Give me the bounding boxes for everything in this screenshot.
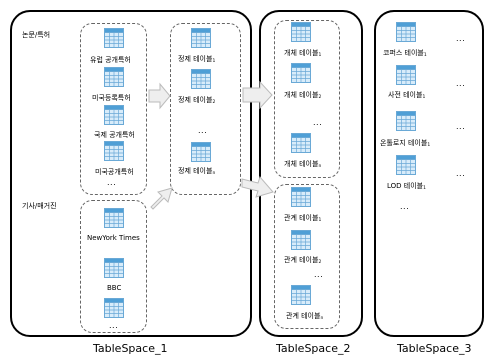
paper-source-label: 미국공개특허	[95, 168, 134, 176]
ellipsis: ...	[456, 34, 466, 43]
ellipsis: ...	[109, 321, 119, 330]
table-icon	[291, 187, 311, 207]
table-icon	[104, 141, 124, 161]
relation-table-label: 관계 테이블1	[284, 214, 322, 223]
table-icon	[104, 28, 124, 48]
table-icon	[291, 285, 311, 305]
table-icon	[104, 105, 124, 125]
table-icon	[396, 65, 416, 85]
papers-group-box	[80, 23, 147, 195]
ts3-table-label: 사전 테이블1	[388, 91, 426, 100]
ellipsis: ...	[456, 79, 466, 88]
relation-table-label: 관계 테이블2	[284, 256, 322, 265]
tablespace-2-box	[259, 10, 363, 337]
ellipsis: ...	[107, 178, 117, 187]
table-icon	[104, 298, 124, 318]
news-group-box	[80, 200, 147, 333]
ts3-table-label: 코퍼스 테이블1	[383, 49, 427, 58]
relation-group-box	[274, 184, 340, 329]
ellipsis: ...	[456, 122, 466, 131]
news-source-label: NewYork Times	[87, 234, 140, 242]
tablespace-3-label: TableSpace_3	[397, 342, 472, 355]
ellipsis: ...	[400, 202, 410, 211]
entity-group-box	[274, 20, 340, 178]
table-icon	[104, 208, 124, 228]
ellipsis: ...	[198, 126, 208, 135]
entity-table-label: 개체 테이블2	[284, 91, 322, 100]
tablespace-1-label: TableSpace_1	[93, 342, 168, 355]
paper-source-label: 유럽 공개특허	[90, 56, 131, 64]
ts3-table-label: LOD 테이블1	[387, 182, 426, 191]
refined-table-label: 정제 테이블2	[178, 96, 216, 105]
table-icon	[104, 258, 124, 278]
news-source-label: BBC	[107, 284, 122, 292]
table-icon	[291, 63, 311, 83]
paper-source-label: 국제 공개특허	[94, 131, 135, 139]
papers-group-label: 논문/특허	[22, 31, 51, 39]
news-group-label: 기사/매거진	[22, 202, 57, 210]
refined-table-label: 정제 테이블n	[178, 167, 216, 176]
table-icon	[104, 67, 124, 87]
relation-table-label: 관계 테이블n	[286, 312, 324, 321]
tablespace-3-box	[374, 10, 484, 337]
ellipsis: ...	[314, 270, 324, 279]
paper-source-label: 미국등록특허	[92, 94, 131, 102]
tablespace-2-label: TableSpace_2	[276, 342, 351, 355]
table-icon	[291, 22, 311, 42]
table-icon	[191, 142, 211, 162]
table-icon	[396, 111, 416, 131]
ts3-table-label: 온톨로지 테이블1	[380, 139, 431, 148]
table-icon	[191, 28, 211, 48]
table-icon	[396, 22, 416, 42]
ellipsis: ...	[313, 118, 323, 127]
tablespace-1-box	[10, 10, 252, 337]
table-icon	[396, 155, 416, 175]
entity-table-label: 개체 테이블1	[284, 49, 322, 58]
table-icon	[291, 133, 311, 153]
entity-table-label: 개체 테이블n	[284, 160, 322, 169]
ellipsis: ...	[456, 169, 466, 178]
refined-table-label: 정제 테이블1	[178, 55, 216, 64]
table-icon	[191, 69, 211, 89]
table-icon	[291, 230, 311, 250]
